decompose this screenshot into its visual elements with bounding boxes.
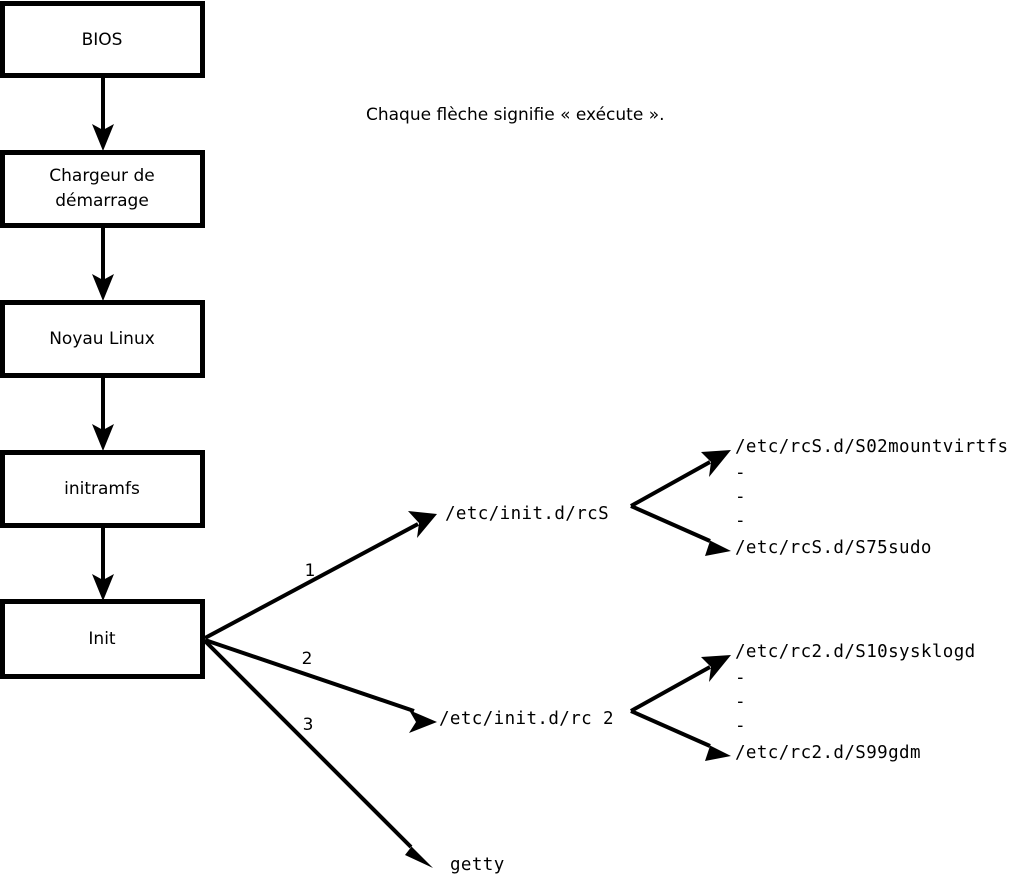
label-rc2-first-script: /etc/rc2.d/S10sysklogd bbox=[735, 642, 976, 662]
branch-number-1: 1 bbox=[305, 561, 316, 581]
rc2-ellipsis-dash-2: - bbox=[735, 692, 746, 712]
rcs-ellipsis-dash-3: - bbox=[735, 511, 746, 531]
edge-line-rc2-first bbox=[630, 665, 711, 713]
node-kernel: Noyau Linux bbox=[0, 300, 205, 378]
label-rcs-first-script: /etc/rcS.d/S02mountvirtfs bbox=[735, 437, 1008, 457]
edge-initramfs-to-init bbox=[92, 526, 114, 601]
edge-rcs-to-last-script bbox=[630, 504, 731, 556]
initramfs-label: initramfs bbox=[64, 479, 140, 499]
edge-line-init-rcs bbox=[204, 522, 419, 640]
bootloader-box bbox=[0, 150, 205, 228]
bios-box bbox=[0, 1, 205, 78]
label-init-d-rc2: /etc/init.d/rc 2 bbox=[439, 709, 614, 729]
diagram-caption: Chaque flèche signifie « exécute ». bbox=[366, 105, 665, 125]
bios-label: BIOS bbox=[82, 30, 123, 50]
rcs-ellipsis-dash-1: - bbox=[735, 463, 746, 483]
label-rc2-last-script: /etc/rc2.d/S99gdm bbox=[735, 743, 921, 763]
branch-number-2: 2 bbox=[302, 649, 313, 669]
edge-bootloader-to-kernel bbox=[92, 226, 114, 301]
bootloader-label-line1: Chargeur de bbox=[49, 166, 154, 186]
label-rcs-last-script: /etc/rcS.d/S75sudo bbox=[735, 538, 932, 558]
branch-number-3: 3 bbox=[303, 715, 314, 735]
rc2-ellipsis-dash-1: - bbox=[735, 668, 746, 688]
edge-line-rcs-last bbox=[630, 504, 711, 543]
init-box bbox=[0, 599, 205, 679]
edge-rc2-to-last-script bbox=[630, 709, 731, 761]
label-init-d-rcs: /etc/init.d/rcS bbox=[445, 504, 609, 524]
arrow-head-init-getty bbox=[403, 838, 433, 868]
arrow-head-rcs-last bbox=[703, 537, 731, 556]
edge-kernel-to-initramfs bbox=[92, 376, 114, 451]
rcs-ellipsis-dash-2: - bbox=[735, 487, 746, 507]
arrow-head-bios-bootloader bbox=[92, 124, 114, 151]
edge-line-init-rc2 bbox=[204, 638, 415, 713]
node-bios: BIOS bbox=[0, 1, 205, 78]
rc2-ellipsis-dash-3: - bbox=[735, 716, 746, 736]
init-label: Init bbox=[88, 629, 116, 649]
arrow-head-rc2-first bbox=[701, 655, 731, 682]
arrow-head-initramfs-init bbox=[92, 574, 114, 601]
arrow-head-init-rcs bbox=[408, 511, 437, 538]
edge-line-rc2-last bbox=[630, 709, 711, 748]
initramfs-box bbox=[0, 450, 205, 528]
edge-line-init-getty bbox=[203, 639, 413, 849]
edge-rcs-to-first-script bbox=[630, 450, 731, 508]
kernel-label: Noyau Linux bbox=[49, 329, 155, 349]
arrow-head-bootloader-kernel bbox=[92, 274, 114, 301]
edge-bios-to-bootloader bbox=[92, 76, 114, 151]
edge-init-to-getty: 3 bbox=[203, 639, 433, 868]
node-bootloader: Chargeur de démarrage bbox=[0, 150, 205, 228]
kernel-box bbox=[0, 300, 205, 378]
arrow-head-rcs-first bbox=[701, 450, 731, 477]
edge-init-to-rc2: 2 bbox=[204, 638, 437, 733]
node-initramfs: initramfs bbox=[0, 450, 205, 528]
label-getty: getty bbox=[450, 855, 505, 875]
edge-init-to-rcs: 1 bbox=[204, 511, 437, 640]
arrow-head-kernel-initramfs bbox=[92, 424, 114, 451]
arrow-head-rc2-last bbox=[703, 742, 731, 761]
bootloader-label-line2: démarrage bbox=[55, 191, 149, 211]
arrow-head-init-rc2 bbox=[409, 710, 437, 733]
edge-line-rcs-first bbox=[630, 460, 711, 508]
node-init: Init bbox=[0, 599, 205, 679]
edge-rc2-to-first-script bbox=[630, 655, 731, 713]
